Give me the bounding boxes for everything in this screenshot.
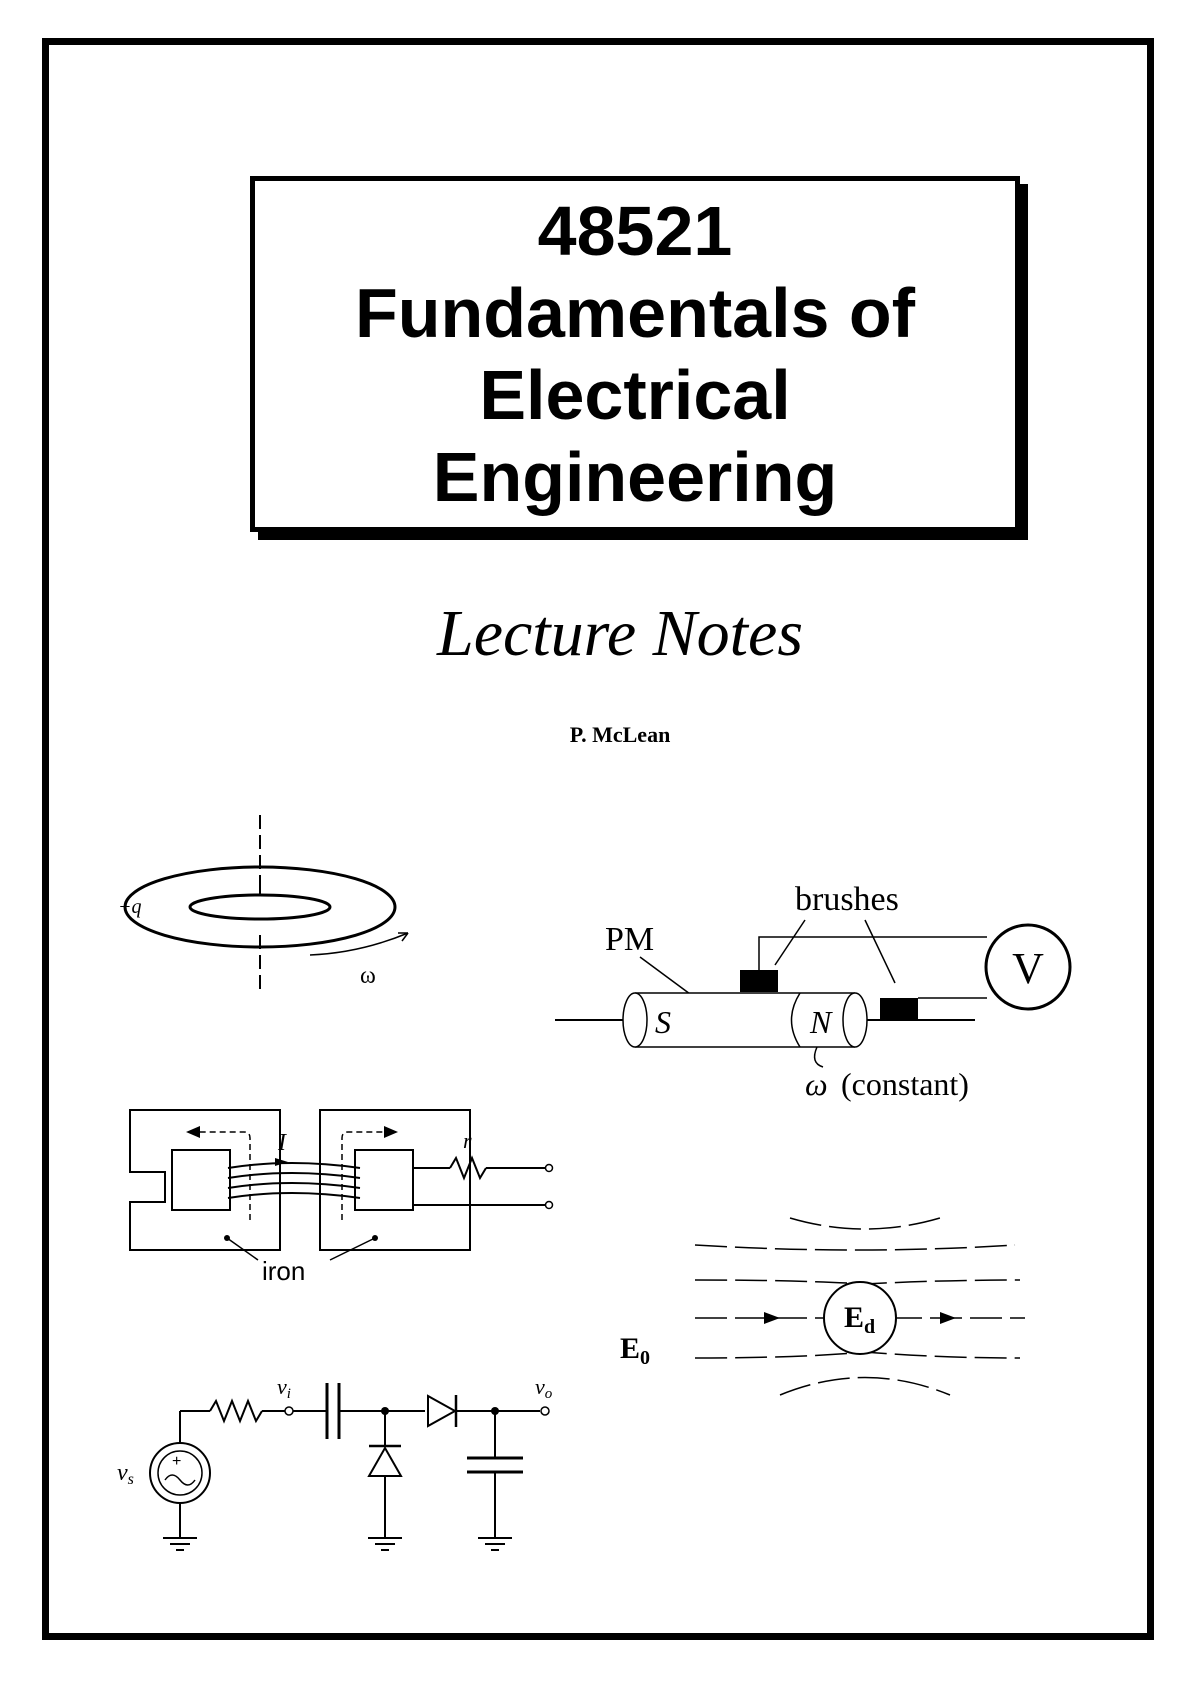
vi-terminal (284, 1406, 294, 1416)
electric-field-figure: Ed E0 (620, 1217, 1025, 1396)
title-box: 48521 Fundamentals of Electrical Enginee… (250, 176, 1020, 532)
subtitle: Lecture Notes (437, 597, 803, 670)
brush-top (740, 970, 778, 992)
magnetic-circuit-figure: I r iron (129, 1109, 554, 1286)
resistance-label: r (463, 1128, 472, 1153)
source-inner (157, 1450, 203, 1496)
e0-subscript: 0 (640, 1347, 650, 1369)
rotation-arrow-head (398, 932, 409, 942)
ring-inner-edge (188, 893, 332, 921)
source-plus: + (172, 1453, 181, 1470)
course-code: 48521 (537, 192, 733, 270)
ring-outer-edge (123, 865, 397, 949)
series-diode-triangle (427, 1394, 458, 1428)
vo-label: vo (535, 1374, 553, 1402)
left-iron-outline-inner (129, 1109, 281, 1251)
magnet-left-end (622, 992, 648, 1048)
pm-generator-figure: brushes PM S N V ω (constant) (555, 881, 1072, 1102)
course-title-line-3: Engineering (432, 438, 838, 516)
field-arrow-left (764, 1312, 780, 1324)
source-outer (149, 1442, 211, 1504)
ed-label: Ed (844, 1301, 875, 1338)
charge-label: +q (118, 896, 142, 918)
brush-right (880, 998, 918, 1020)
resistor-zigzag (449, 1155, 487, 1181)
coil-winding-4 (227, 1192, 361, 1199)
left-flux-path (200, 1131, 251, 1220)
pm-label: PM (605, 921, 654, 958)
right-flux-arrow (384, 1126, 398, 1138)
ed-main: E (844, 1301, 864, 1334)
vi-main: v (277, 1374, 287, 1399)
terminal-top (544, 1163, 554, 1173)
vi-label: vi (277, 1374, 291, 1402)
left-flux-arrow (186, 1126, 200, 1138)
source-wave (164, 1474, 196, 1486)
brushes-label: brushes (795, 881, 899, 918)
shaft-rotation-arrow (813, 1046, 824, 1068)
magnet-cylinder-body (635, 993, 855, 1047)
left-iron-outline-outer (129, 1109, 281, 1251)
coil-winding-1 (227, 1162, 361, 1169)
field-line-top (694, 1244, 1016, 1251)
voltmeter-circle (984, 923, 1072, 1011)
brush-pointer-left (774, 919, 806, 966)
iron-label: iron (262, 1256, 305, 1286)
right-flux-path (341, 1131, 384, 1220)
right-iron-outline (319, 1109, 471, 1251)
iron-pointer-left (226, 1237, 259, 1261)
field-arrow-right (940, 1312, 956, 1324)
coil-winding-2 (227, 1172, 361, 1179)
e0-label: E0 (620, 1332, 650, 1369)
south-pole-label: S (655, 1004, 671, 1040)
rotation-arrow (309, 932, 409, 956)
iron-pointer-right (329, 1237, 376, 1261)
coil-winding-3 (227, 1182, 361, 1189)
current-arrow (275, 1158, 288, 1166)
north-pole-label: N (809, 1004, 833, 1040)
field-line-bottom-outer (779, 1376, 951, 1396)
brush-pointer-right (864, 919, 896, 984)
vo-terminal (540, 1406, 550, 1416)
current-label: I (277, 1130, 287, 1156)
vs-subscript: s (128, 1471, 134, 1488)
brush-wire-top (758, 936, 987, 970)
input-resistor (209, 1398, 263, 1424)
right-core (354, 1149, 414, 1211)
diode-circuit-figure: vs + vi vo (117, 1374, 553, 1551)
vs-main: v (117, 1460, 128, 1486)
rotation-band (790, 992, 801, 1048)
page-border (42, 38, 1154, 1640)
shaft-omega-label: ω (805, 1066, 828, 1102)
field-line-top-outer (789, 1217, 941, 1230)
vs-label: vs (117, 1460, 134, 1488)
omega-label: ω (360, 963, 376, 989)
author: P. McLean (569, 722, 671, 747)
rotating-ring-figure: +q ω (118, 815, 409, 995)
ed-subscript: d (864, 1316, 875, 1338)
voltmeter-label: V (1012, 944, 1044, 993)
shunt-diode-triangle (367, 1445, 403, 1477)
course-title-line-2: Electrical (479, 356, 791, 434)
course-title-line-1: Fundamentals of (354, 274, 916, 352)
vi-subscript: i (287, 1386, 291, 1402)
terminal-bottom (544, 1200, 554, 1210)
left-core (171, 1149, 231, 1211)
e0-main: E (620, 1332, 640, 1365)
magnet-right-end (842, 992, 868, 1048)
dielectric-object (823, 1281, 897, 1355)
vo-subscript: o (545, 1386, 553, 1402)
constant-label: (constant) (841, 1066, 969, 1102)
vo-main: v (535, 1374, 545, 1399)
